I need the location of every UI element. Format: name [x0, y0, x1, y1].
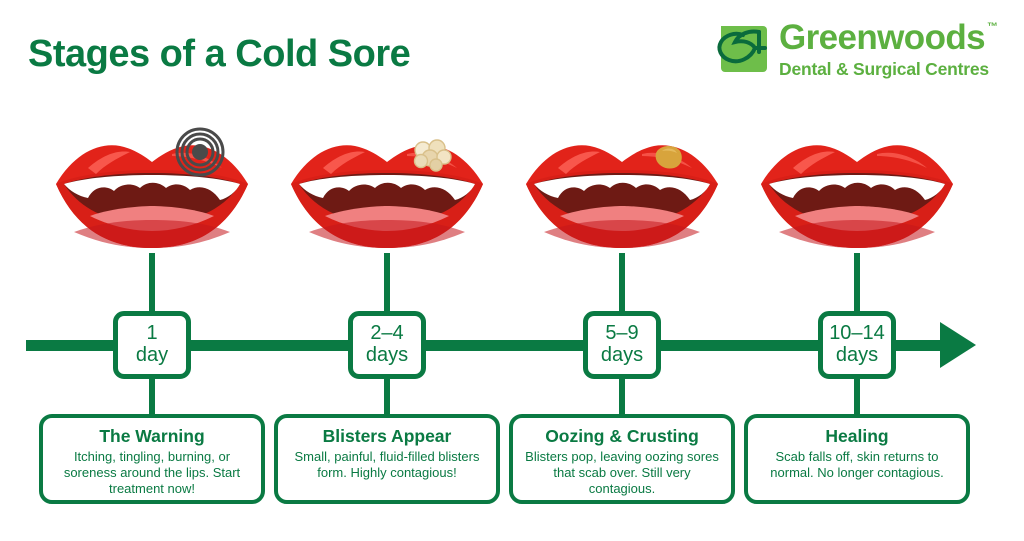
connector-stem-top — [854, 253, 860, 315]
stage-card-description: Small, painful, fluid-filled blisters fo… — [294, 449, 480, 481]
page-title: Stages of a Cold Sore — [28, 33, 411, 75]
connector-stem-top — [384, 253, 390, 315]
stage-card-title: The Warning — [99, 426, 205, 446]
duration-unit: days — [600, 344, 644, 366]
duration-unit: days — [365, 344, 409, 366]
connector-stem-bottom — [149, 378, 155, 414]
stage-column-blisters: 2–4 days Blisters Appear Small, painful,… — [269, 0, 505, 541]
logo-wordmark: Greenwoods — [779, 18, 986, 57]
logo-tagline: Dental & Surgical Centres — [779, 59, 989, 79]
blister-cluster-icon — [413, 139, 452, 172]
date-box-oozing[interactable]: 5–9 days — [583, 311, 661, 379]
trademark-symbol: ™ — [987, 21, 998, 33]
logo-wordmark-row: Greenwoods ™ — [779, 20, 998, 55]
stage-card-title: Blisters Appear — [322, 426, 452, 446]
stage-card-description: Blisters pop, leaving oozing sores that … — [525, 449, 719, 496]
stage-column-oozing: 5–9 days Oozing & Crusting Blisters pop,… — [504, 0, 740, 541]
duration-number: 2–4 — [370, 322, 404, 345]
lips-illustration-warning — [52, 127, 252, 253]
stage-card-description: Scab falls off, skin returns to normal. … — [770, 449, 944, 481]
greenwoods-leaf-g-logo-icon — [713, 22, 771, 78]
stage-column-warning: 1 day The Warning Itching, tingling, bur… — [34, 0, 270, 541]
stage-card-description: Itching, tingling, burning, or soreness … — [63, 449, 241, 496]
lips-illustration-oozing — [522, 128, 722, 253]
duration-unit: day — [135, 344, 169, 366]
connector-stem-top — [619, 253, 625, 315]
stage-card-healing[interactable]: Healing Scab falls off, skin returns to … — [744, 414, 970, 504]
duration-number: 1 — [146, 322, 158, 345]
connector-stem-bottom — [854, 378, 860, 414]
stage-column-healing: 10–14 days Healing Scab falls off, skin … — [739, 0, 975, 541]
date-box-warning[interactable]: 1 day — [113, 311, 191, 379]
stage-card-oozing[interactable]: Oozing & Crusting Blisters pop, leaving … — [509, 414, 735, 504]
connector-stem-bottom — [619, 378, 625, 414]
scab-crust-icon — [655, 145, 682, 169]
lips-illustration-healing — [757, 128, 957, 253]
timeline-axis — [26, 340, 966, 351]
date-box-blisters[interactable]: 2–4 days — [348, 311, 426, 379]
lips-illustration-blisters — [287, 128, 487, 253]
logo-text-block: Greenwoods ™ Dental & Surgical Centres — [779, 20, 998, 80]
connector-stem-bottom — [384, 378, 390, 414]
stage-card-warning[interactable]: The Warning Itching, tingling, burning, … — [39, 414, 265, 504]
infographic-header: Stages of a Cold Sore Greenwoods ™ Denta… — [0, 0, 1024, 110]
connector-stem-top — [149, 253, 155, 315]
duration-number: 10–14 — [829, 322, 885, 345]
tingle-concentric-circles-icon — [175, 127, 225, 177]
stage-card-title: Oozing & Crusting — [545, 426, 699, 446]
arrow-right-icon — [940, 322, 976, 368]
brand-logo: Greenwoods ™ Dental & Surgical Centres — [713, 20, 998, 80]
stage-card-blisters[interactable]: Blisters Appear Small, painful, fluid-fi… — [274, 414, 500, 504]
duration-unit: days — [835, 344, 879, 366]
duration-number: 5–9 — [605, 322, 639, 345]
date-box-healing[interactable]: 10–14 days — [818, 311, 896, 379]
stage-card-title: Healing — [825, 426, 889, 446]
